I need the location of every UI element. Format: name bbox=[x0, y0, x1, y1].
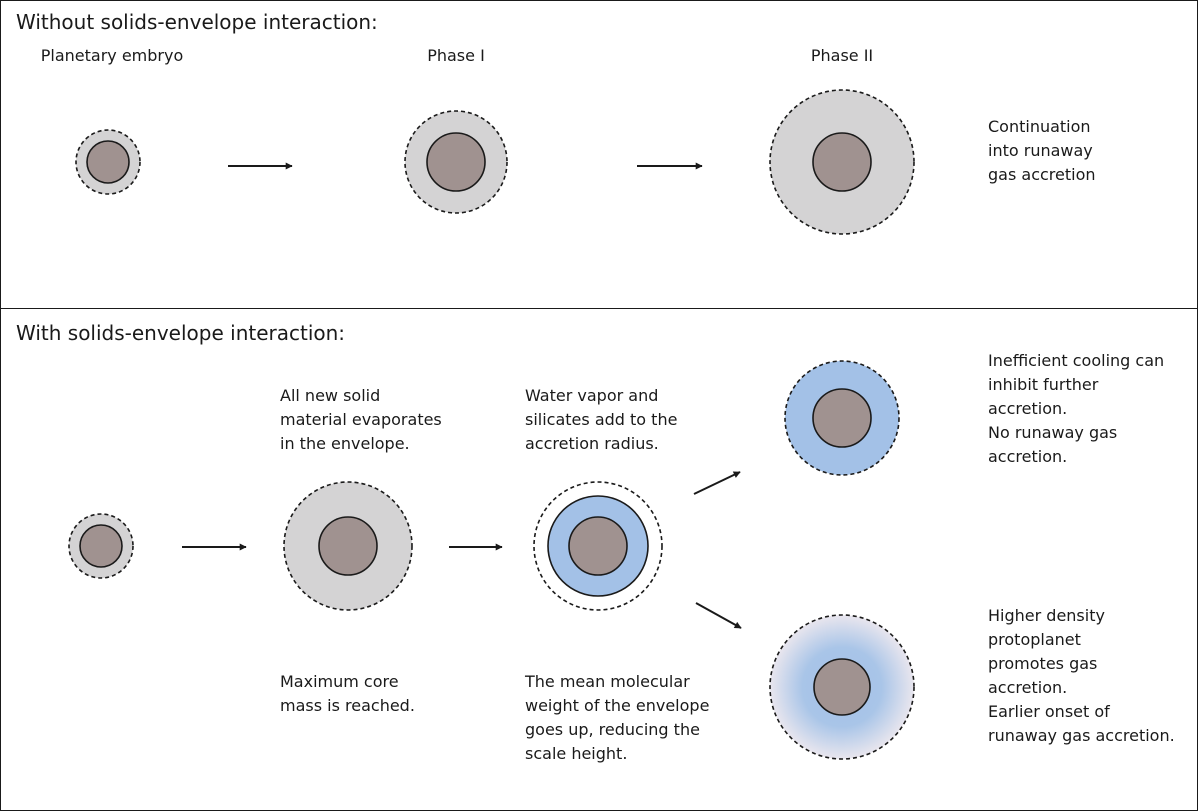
stage-label-planetary-embryo: Planetary embryo bbox=[40, 46, 184, 65]
arrow-to-earlier-runaway bbox=[695, 602, 742, 629]
planet-embryo-top bbox=[75, 129, 141, 195]
note-molecular-weight: The mean molecular weight of the envelop… bbox=[525, 672, 710, 763]
planet-phase-2 bbox=[769, 89, 915, 235]
note-evaporation: All new solid material evaporates in the… bbox=[280, 386, 442, 453]
planet-enriched-envelope bbox=[533, 481, 663, 611]
planet-phase-1 bbox=[404, 110, 508, 214]
note-max-core-mass: Maximum core mass is reached. bbox=[280, 672, 415, 715]
stage-label-phase-1: Phase I bbox=[427, 46, 485, 65]
planet-embryo-bottom bbox=[68, 513, 134, 579]
accretion-radius-dashed bbox=[533, 481, 663, 611]
core bbox=[813, 658, 871, 716]
outcome-no-runaway-text: Inefficient cooling can inhibit further … bbox=[988, 351, 1165, 466]
planet-earlier-runaway bbox=[769, 614, 915, 760]
note-accretion-radius: Water vapor and silicates add to the acc… bbox=[525, 386, 678, 453]
core bbox=[318, 516, 378, 576]
planet-max-core bbox=[283, 481, 413, 611]
outcome-earlier-runaway-text: Higher density protoplanet promotes gas … bbox=[988, 606, 1175, 745]
top-panel-heading: Without solids-envelope interaction: bbox=[16, 10, 378, 34]
outcome-runaway-text: Continuation into runaway gas accretion bbox=[988, 117, 1096, 184]
core bbox=[812, 132, 872, 192]
core bbox=[86, 140, 130, 184]
core bbox=[426, 132, 486, 192]
core bbox=[79, 524, 123, 568]
core bbox=[568, 516, 628, 576]
stage-label-phase-2: Phase II bbox=[810, 46, 874, 65]
core bbox=[812, 388, 872, 448]
bottom-panel-heading: With solids-envelope interaction: bbox=[16, 321, 346, 345]
planet-no-runaway bbox=[784, 360, 900, 476]
arrow-to-no-runaway bbox=[693, 471, 741, 495]
